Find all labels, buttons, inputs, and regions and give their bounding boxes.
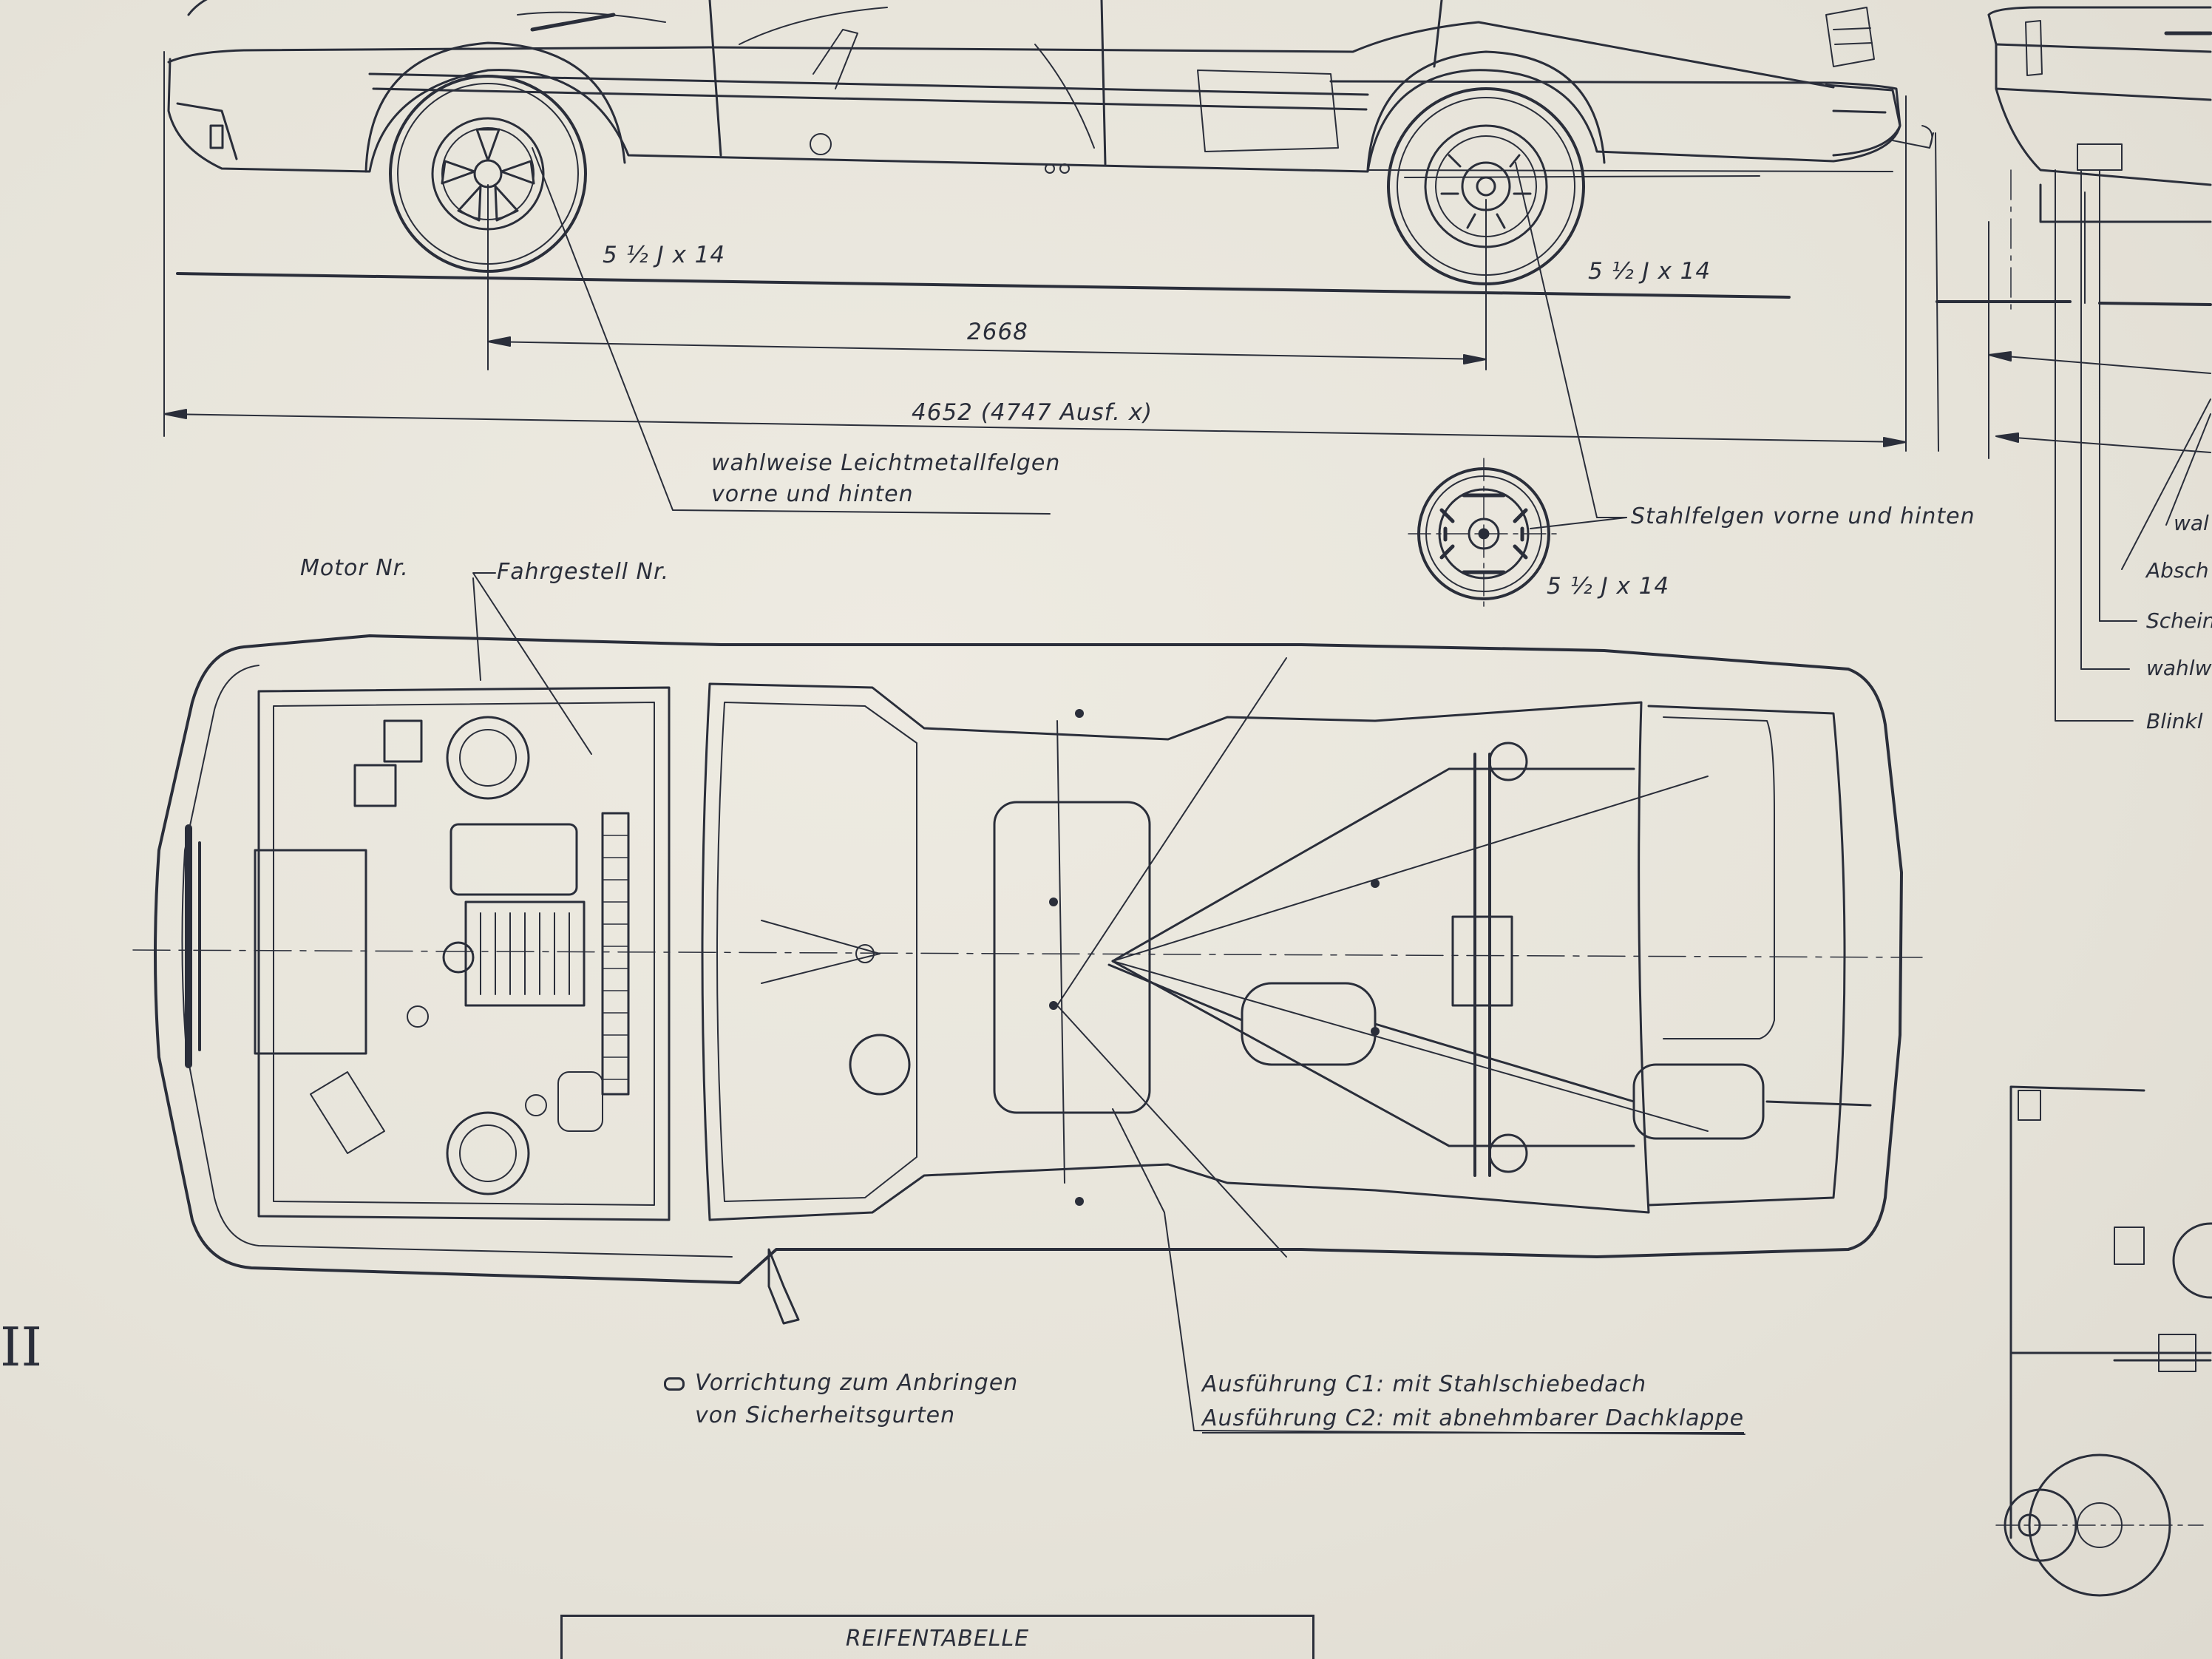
chassis-number-label: Fahrgestell Nr. [497,559,670,585]
steel-wheels-callout: Stahlfelgen vorne und hinten [1631,503,1975,529]
leader-lines [472,147,2211,1435]
tire-table-title: REIFENTABELLE [560,1615,1314,1659]
variant-c2-callout: Ausführung C2: mit abnehmbarer Dachklapp… [1202,1408,1745,1434]
dimension-lines [163,51,2211,459]
engine-number-label: Motor Nr. [300,555,409,581]
overall-length-label: 4652 (4747 Ausf. x) [912,401,1153,424]
variant-c1-callout: Ausführung C1: mit Stahlschiebedach [1202,1371,1647,1397]
spare-rim-size-label: 5 ½ J x 14 [1547,573,1670,600]
edge-roman-mark: II [0,1316,42,1378]
overall-length-value: 4652 [912,399,973,426]
side-view [167,0,2212,311]
belt-mount-text-1: Vorrichtung zum Anbringen [695,1370,1019,1396]
belt-mount-callout-line1: Vorrichtung zum Anbringen [664,1372,1018,1394]
rear-callout-3: Schein [2146,608,2212,633]
brake-schematic [1995,1085,2212,1597]
rear-callout-1: wal [2174,511,2209,535]
belt-anchor-symbol-icon [664,1377,685,1391]
spare-wheel-drawing [1408,458,1561,607]
alloy-wheels-callout-line1: wahlweise Leichtmetallfelgen [711,450,1061,476]
top-view [132,634,1923,1325]
overall-length-variant: (4747 Ausf. x) [980,399,1153,426]
rear-callout-4: wahlw [2146,656,2212,680]
alloy-wheels-callout-line2: vorne und hinten [711,481,914,507]
rear-callout-2: Absch [2146,558,2209,583]
rear-callout-5: Blinkl [2146,709,2203,733]
belt-mount-callout-line2: von Sicherheitsgurten [695,1402,956,1428]
rear-rim-size-label: 5 ½ J x 14 [1588,258,1711,285]
front-rim-size-label: 5 ½ J x 14 [603,242,726,268]
wheelbase-label: 2668 [967,319,1028,345]
